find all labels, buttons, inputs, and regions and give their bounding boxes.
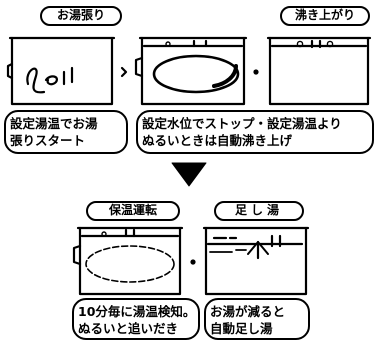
desc-wakiagari: 設定水位でストップ・設定湯温より ぬるいときは自動沸き上げ <box>136 110 374 154</box>
desc-tashiyu: お湯が減ると 自動足し湯 <box>204 298 310 340</box>
down-triangle-icon <box>171 162 207 187</box>
desc-ohariyu-line2: 張りスタート <box>10 133 86 148</box>
tub-tashiyu <box>202 226 310 296</box>
label-wakiagari: 沸き上がり <box>280 6 370 26</box>
desc-wakiagari-line2: ぬるいときは自動沸き上げ <box>142 133 293 148</box>
desc-tashiyu-line1: お湯が減ると <box>210 304 286 319</box>
desc-tashiyu-line2: 自動足し湯 <box>210 321 273 336</box>
label-hoon-unten: 保温運転 <box>86 201 180 221</box>
label-tashiyu: 足し湯 <box>214 201 304 221</box>
tub-hoon <box>72 226 184 296</box>
tub-wakiagari-full <box>266 36 372 106</box>
desc-ohariyu-line1: 設定湯温でお湯 <box>10 116 98 131</box>
desc-wakiagari-line1: 設定水位でストップ・設定湯温より <box>142 116 342 131</box>
tub-wakiagari-heating <box>134 36 248 106</box>
desc-hoon-line1: 10分毎に湯温検知。 <box>78 304 196 319</box>
label-ohariyu: お湯張り <box>40 6 122 26</box>
desc-hoon-line2: ぬるいと追いだき <box>78 321 179 336</box>
tub-ohariyu <box>6 36 116 106</box>
desc-hoon: 10分毎に湯温検知。 ぬるいと追いだき <box>72 298 200 340</box>
desc-ohariyu: 設定湯温でお湯 張りスタート <box>4 110 128 154</box>
